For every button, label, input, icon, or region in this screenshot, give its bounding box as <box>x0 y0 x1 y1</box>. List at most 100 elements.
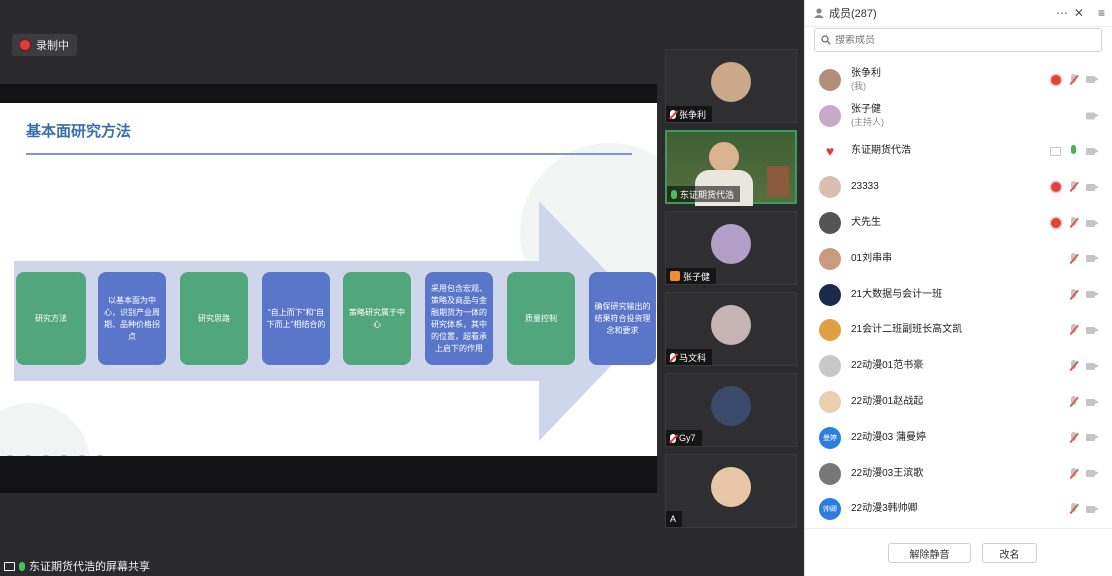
member-row[interactable]: 22动漫01赵战起 <box>805 384 1112 420</box>
member-row[interactable]: 21会计二班副班长高文凯 <box>805 313 1112 349</box>
mic-muted-icon[interactable] <box>1069 467 1078 480</box>
video-tile[interactable]: Gy7 <box>665 373 797 447</box>
member-row[interactable]: 张争利(我) <box>805 62 1112 98</box>
mic-muted-icon[interactable] <box>1069 360 1078 372</box>
member-name: 22动漫03王滨歌 <box>851 467 924 479</box>
camera-off-icon[interactable] <box>1086 469 1099 478</box>
participant-name: 马文科 <box>679 352 707 363</box>
member-row[interactable]: 张子健(主持人) <box>805 98 1112 134</box>
camera-off-icon[interactable] <box>1086 111 1099 120</box>
mic-muted-icon[interactable] <box>1069 73 1078 86</box>
mic-muted-icon[interactable] <box>1069 503 1078 515</box>
member-name: 东证期货代浩 <box>851 145 911 157</box>
member-avatar <box>819 212 841 235</box>
mic-muted-icon[interactable] <box>1069 217 1078 229</box>
menu-icon[interactable]: ≡ <box>1097 6 1105 20</box>
member-row[interactable]: 犬先生 <box>805 205 1112 241</box>
mic-on-icon[interactable] <box>1069 145 1078 157</box>
camera-off-icon[interactable] <box>1086 398 1099 407</box>
camera-off-icon[interactable] <box>1086 433 1099 442</box>
camera-off-icon[interactable] <box>1086 183 1099 192</box>
member-name: 犬先生 <box>851 217 881 229</box>
rename-button[interactable]: 改名 <box>982 543 1037 563</box>
member-info: 犬先生 <box>851 217 881 229</box>
heart-avatar-icon: ♥ <box>819 140 841 163</box>
camera-off-icon[interactable] <box>1086 219 1099 228</box>
member-info: 22动漫03 蒲曼婷 <box>851 432 926 444</box>
camera-off-icon[interactable] <box>1086 505 1099 514</box>
member-row[interactable]: 22动漫03王滨歌 <box>805 456 1112 492</box>
member-name: 22动漫01范书豪 <box>851 360 924 372</box>
member-status-icons <box>1069 431 1099 444</box>
mic-muted-icon[interactable] <box>1069 324 1078 336</box>
video-tile[interactable]: 张争利 <box>665 49 797 123</box>
process-arrow-shape <box>14 201 654 441</box>
member-name: 01刘串串 <box>851 252 893 264</box>
pointer-icon[interactable] <box>22 455 34 456</box>
member-row[interactable]: ♥ 东证期货代浩 <box>805 134 1112 170</box>
camera-off-icon[interactable] <box>1086 75 1099 84</box>
screen-share-area: 录制中 基本面研究方法 研究方法以基本面为中心，识别产业周期、品种价格拐点研究思… <box>0 0 657 576</box>
slides-icon[interactable] <box>58 455 70 456</box>
host-icon <box>670 271 680 281</box>
members-icon <box>814 8 824 18</box>
video-tile[interactable]: 东证期货代浩 <box>665 130 797 206</box>
member-status-icons <box>1069 324 1099 336</box>
close-icon[interactable]: ✕ <box>1073 6 1084 20</box>
member-avatar <box>819 391 841 414</box>
member-info: 22动漫01范书豪 <box>851 360 923 372</box>
member-avatar <box>819 104 841 127</box>
video-tile[interactable]: 张子健 <box>665 211 797 285</box>
member-row[interactable]: 22动漫01范书豪 <box>805 348 1112 384</box>
participant-avatar <box>711 467 751 507</box>
more-options-icon[interactable]: ⋯ <box>1055 6 1068 20</box>
member-info: 张争利(我) <box>851 68 881 92</box>
camera-off-icon[interactable] <box>1086 147 1099 156</box>
mic-muted-icon <box>670 433 676 443</box>
member-info: 张子健(主持人) <box>851 104 884 128</box>
pen-icon[interactable] <box>40 455 52 456</box>
member-info: 22动漫3韩帅卿 <box>851 503 918 515</box>
member-info: 23333 <box>851 181 879 193</box>
process-step: 以基本面为中心，识别产业周期、品种价格拐点 <box>98 272 166 365</box>
recording-indicator[interactable]: 录制中 <box>12 34 77 56</box>
member-info: 东证期货代浩 <box>851 145 911 157</box>
video-tile-label: A <box>666 511 683 527</box>
prev-slide-icon[interactable] <box>4 455 16 456</box>
member-info: 21大数据与会计一班 <box>851 289 942 301</box>
member-avatar <box>819 283 841 306</box>
member-status-icons <box>1069 252 1099 265</box>
process-step: 研究方法 <box>16 272 86 365</box>
member-row[interactable]: 21大数据与会计一班 <box>805 277 1112 313</box>
search-icon <box>821 35 831 45</box>
camera-off-icon[interactable] <box>1086 290 1099 299</box>
participant-avatar <box>711 386 751 426</box>
video-tile[interactable]: A <box>665 454 797 528</box>
camera-off-icon[interactable] <box>1086 254 1099 263</box>
members-footer: 解除静音 改名 <box>805 528 1112 576</box>
title-underline <box>26 153 632 155</box>
more-icon[interactable] <box>94 455 106 456</box>
member-row[interactable]: 01刘串串 <box>805 241 1112 277</box>
mic-on-icon <box>671 189 677 199</box>
zoom-icon[interactable] <box>76 455 88 456</box>
camera-off-icon[interactable] <box>1086 362 1099 371</box>
mic-muted-icon[interactable] <box>1069 431 1078 444</box>
member-avatar <box>819 176 841 199</box>
mic-muted-icon[interactable] <box>1069 252 1078 265</box>
member-row[interactable]: 23333 <box>805 169 1112 205</box>
camera-off-icon[interactable] <box>1086 326 1099 335</box>
mic-muted-icon[interactable] <box>1069 288 1078 301</box>
mic-muted-icon[interactable] <box>1069 396 1078 408</box>
unmute-all-button[interactable]: 解除静音 <box>888 543 971 563</box>
mic-muted-icon[interactable] <box>1069 181 1078 193</box>
search-input[interactable] <box>835 34 1075 46</box>
member-avatar <box>819 68 841 91</box>
member-avatar <box>819 247 841 270</box>
member-status-icons <box>1051 73 1099 86</box>
member-name: 22动漫3韩帅卿 <box>851 503 918 515</box>
video-tile[interactable]: 马文科 <box>665 292 797 366</box>
